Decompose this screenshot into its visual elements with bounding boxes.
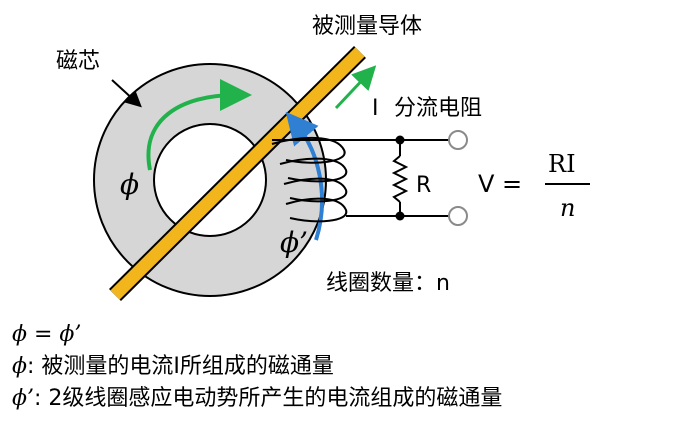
legend-equation: ϕ = ϕ’ [12, 322, 82, 347]
legend-line-3: ϕ’: 2级线圈感应电动势所产生的电流组成的磁通量 [12, 384, 502, 414]
current-arrow-green [334, 65, 377, 110]
core-inner-edge [153, 123, 267, 237]
formula-numerator: RI [548, 150, 576, 178]
formula-lhs: V = [478, 170, 522, 198]
core-label: 磁芯 [56, 49, 100, 74]
shunt-label: 分流电阻 [394, 96, 482, 121]
flux-arrow-blue [285, 111, 324, 241]
legend-line-1: ϕ = ϕ’ [12, 320, 81, 350]
conductor-bar-fill [110, 47, 365, 300]
turns-label: 线圈数量：n [326, 271, 450, 296]
phi-prime-label: ϕ’ [280, 226, 308, 259]
legend-phi-prime-symbol: ϕ’ [12, 386, 34, 411]
secondary-winding [271, 137, 348, 223]
terminal-top [448, 130, 468, 150]
conductor-label: 被测量导体 [312, 14, 422, 39]
current-label: I [372, 96, 379, 121]
flux-arrow-green [146, 79, 252, 171]
junction-top [395, 135, 405, 145]
legend-phi-prime-text: : 2级线圈感应电动势所产生的电流组成的磁通量 [34, 386, 503, 411]
terminal-bottom [448, 206, 468, 226]
phi-label: ϕ [120, 168, 139, 201]
junction-bottom [395, 211, 405, 221]
legend-line-2: ϕ: 被测量的电流I所组成的磁通量 [12, 352, 334, 382]
legend-phi-symbol: ϕ [12, 354, 27, 379]
core-pointer-arrow [111, 79, 142, 108]
formula-denominator: n [560, 194, 575, 222]
resistor-label: R [416, 173, 431, 198]
core-outer-edge [93, 63, 327, 297]
legend-phi-text: : 被测量的电流I所组成的磁通量 [27, 354, 334, 379]
